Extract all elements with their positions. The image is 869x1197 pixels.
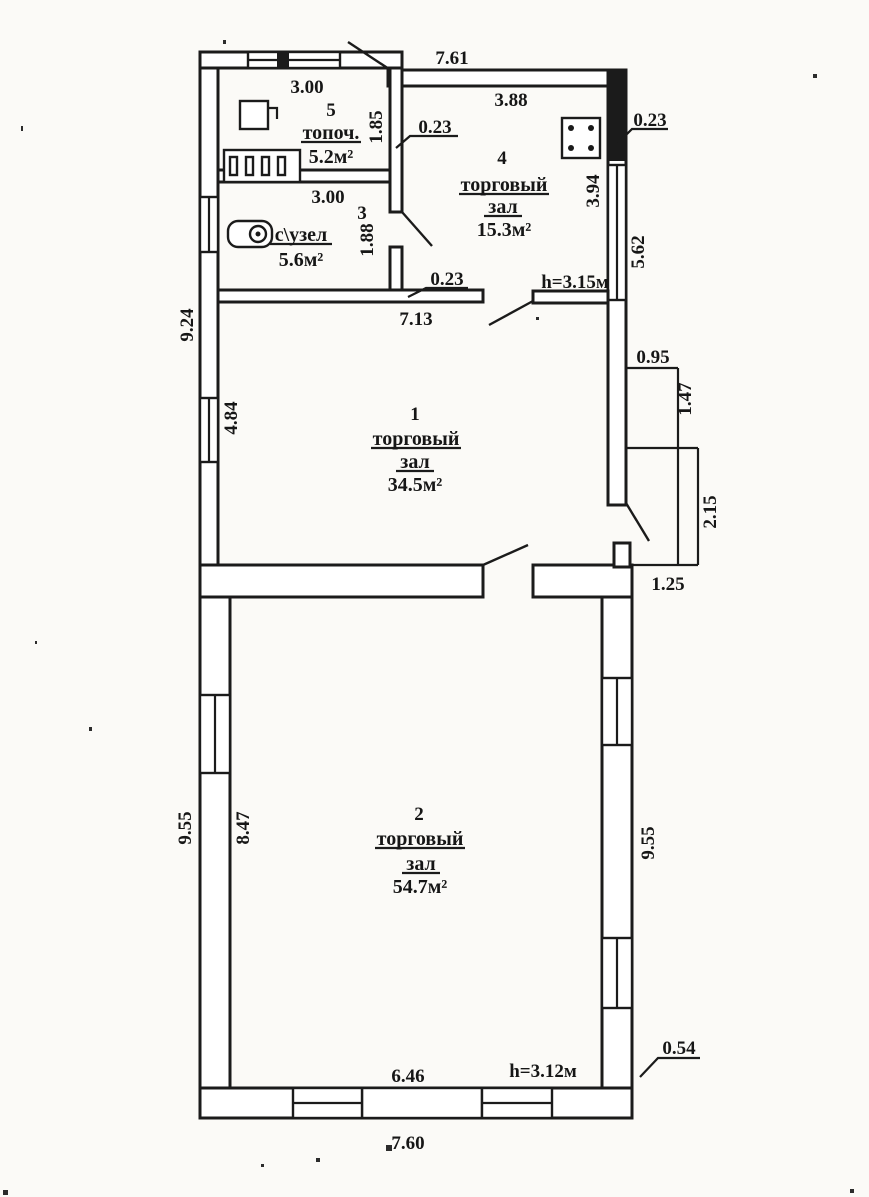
room2-number: 2 <box>414 804 424 825</box>
window-top-jamb <box>277 52 289 68</box>
door-swing-room5 <box>401 211 433 247</box>
radiator-bar-3 <box>260 155 271 177</box>
dim-wall-thickness-right: 0.23 <box>633 110 666 131</box>
furnace-icon <box>560 116 602 160</box>
dim-wall-thickness-top: 0.23 <box>418 117 451 138</box>
furnace-dot-3 <box>568 145 574 151</box>
left-wall-lower <box>198 595 232 1090</box>
room3-number: 3 <box>357 203 367 224</box>
room1-area: 34.5м² <box>388 474 443 496</box>
band-wall-right <box>531 563 634 599</box>
room2-name-line1: торговый <box>377 828 464 850</box>
dim-ceiling-height-upper: h=3.15м <box>541 272 609 293</box>
wall-segment-room4-room1 <box>531 289 610 305</box>
middle-wall-band <box>198 541 634 599</box>
radiator-bar-2 <box>244 155 255 177</box>
furnace-dot-1 <box>568 125 574 131</box>
dim-overall-top: 7.61 <box>435 48 468 69</box>
door-swing-room1-room4 <box>488 299 534 327</box>
lower-section-walls <box>198 595 634 1120</box>
dim-room5-window: 3.00 <box>290 77 323 98</box>
dim-annex-bottom: 1.25 <box>651 574 684 595</box>
room2-name-line2: зал <box>406 853 435 875</box>
dimension-labels-horizontal: 7.61 3.00 3.88 0.23 0.23 3.00 0.23 7.13 … <box>290 48 696 1154</box>
room2-area: 54.7м² <box>393 876 448 898</box>
right-wall-upper-solid <box>607 69 627 161</box>
dim-ceiling-height-lower: h=3.12м <box>509 1061 577 1082</box>
dim-room1-width: 7.13 <box>399 309 432 330</box>
room4-area: 15.3м² <box>477 219 532 241</box>
partition-room3-room1 <box>216 288 485 304</box>
dim-left-wall-upper: 9.24 <box>177 308 198 342</box>
upper-section-walls <box>198 50 628 567</box>
dim-room3-width: 3.00 <box>311 187 344 208</box>
room4-name-line2: зал <box>488 196 517 218</box>
scan-artifacts <box>3 40 854 1195</box>
boiler-handle-icon <box>268 106 279 119</box>
band-wall-left <box>198 563 485 599</box>
dim-right-window-upper: 3.94 <box>583 174 604 208</box>
doorway-bottom <box>360 1086 484 1120</box>
room1-name-line1: торговый <box>373 428 460 450</box>
roof-leader-line <box>347 40 390 71</box>
dimension-leaders <box>395 127 700 1078</box>
dim-annex-top: 0.95 <box>636 347 669 368</box>
door-swings <box>347 40 651 567</box>
room5-number: 5 <box>326 100 336 121</box>
dim-room4-width: 3.88 <box>494 90 527 111</box>
dim-room3-depth: 1.88 <box>357 223 378 256</box>
dim-right-wall-lower: 9.55 <box>638 826 659 859</box>
leader-023-top <box>395 134 458 149</box>
door-swing-room1-room2 <box>482 543 529 567</box>
dim-annex-side-upper: 1.47 <box>675 382 696 416</box>
door-swing-annex <box>624 502 651 542</box>
room1-number: 1 <box>410 404 420 425</box>
room-label-underlines <box>270 140 549 875</box>
right-wall-lower <box>600 595 634 1090</box>
left-wall-upper <box>198 50 220 567</box>
leader-023-mid <box>407 286 468 298</box>
room-labels: 5 топоч. 5.2м² 3 с\узел 5.6м² 4 торговый… <box>275 100 548 898</box>
dim-wall-thickness-bottom: 0.54 <box>662 1038 696 1059</box>
radiator-bar-4 <box>276 155 287 177</box>
room5-name: топоч. <box>303 122 360 144</box>
dim-annex-side-lower: 2.15 <box>700 495 721 528</box>
dim-room2-left: 8.47 <box>233 811 254 845</box>
pillar <box>612 541 632 569</box>
dim-room5-depth: 1.85 <box>366 110 387 143</box>
partition-room5-room4 <box>388 66 404 214</box>
leader-023-right <box>617 127 668 144</box>
room3-name: с\узел <box>275 224 328 246</box>
top-wall-room4 <box>386 68 628 88</box>
dim-room2-bottom: 6.46 <box>391 1066 424 1087</box>
radiator-bar-1 <box>228 155 239 177</box>
dim-room1-left: 4.84 <box>221 401 242 435</box>
annex-outline <box>626 366 700 567</box>
room5-area: 5.2м² <box>309 146 354 168</box>
room4-name-line1: торговый <box>461 174 548 196</box>
toilet-flush-dot <box>255 231 261 237</box>
dimension-labels-vertical: 1.85 1.88 3.94 5.62 9.24 4.84 1.47 2.15 … <box>175 110 721 859</box>
boiler-icon <box>238 99 270 131</box>
fixtures <box>222 99 602 249</box>
dim-wall-thickness-mid: 0.23 <box>430 269 463 290</box>
dim-left-wall-lower: 9.55 <box>175 811 196 844</box>
dim-right-wall-upper: 5.62 <box>628 235 649 268</box>
room1-name-line2: зал <box>400 451 429 473</box>
room3-area: 5.6м² <box>279 249 324 271</box>
leader-054 <box>639 1056 700 1078</box>
dim-overall-bottom: 7.60 <box>391 1133 424 1154</box>
room4-number: 4 <box>497 148 507 169</box>
partition-room3-stub <box>388 245 404 292</box>
furnace-dot-4 <box>588 145 594 151</box>
furnace-dot-2 <box>588 125 594 131</box>
